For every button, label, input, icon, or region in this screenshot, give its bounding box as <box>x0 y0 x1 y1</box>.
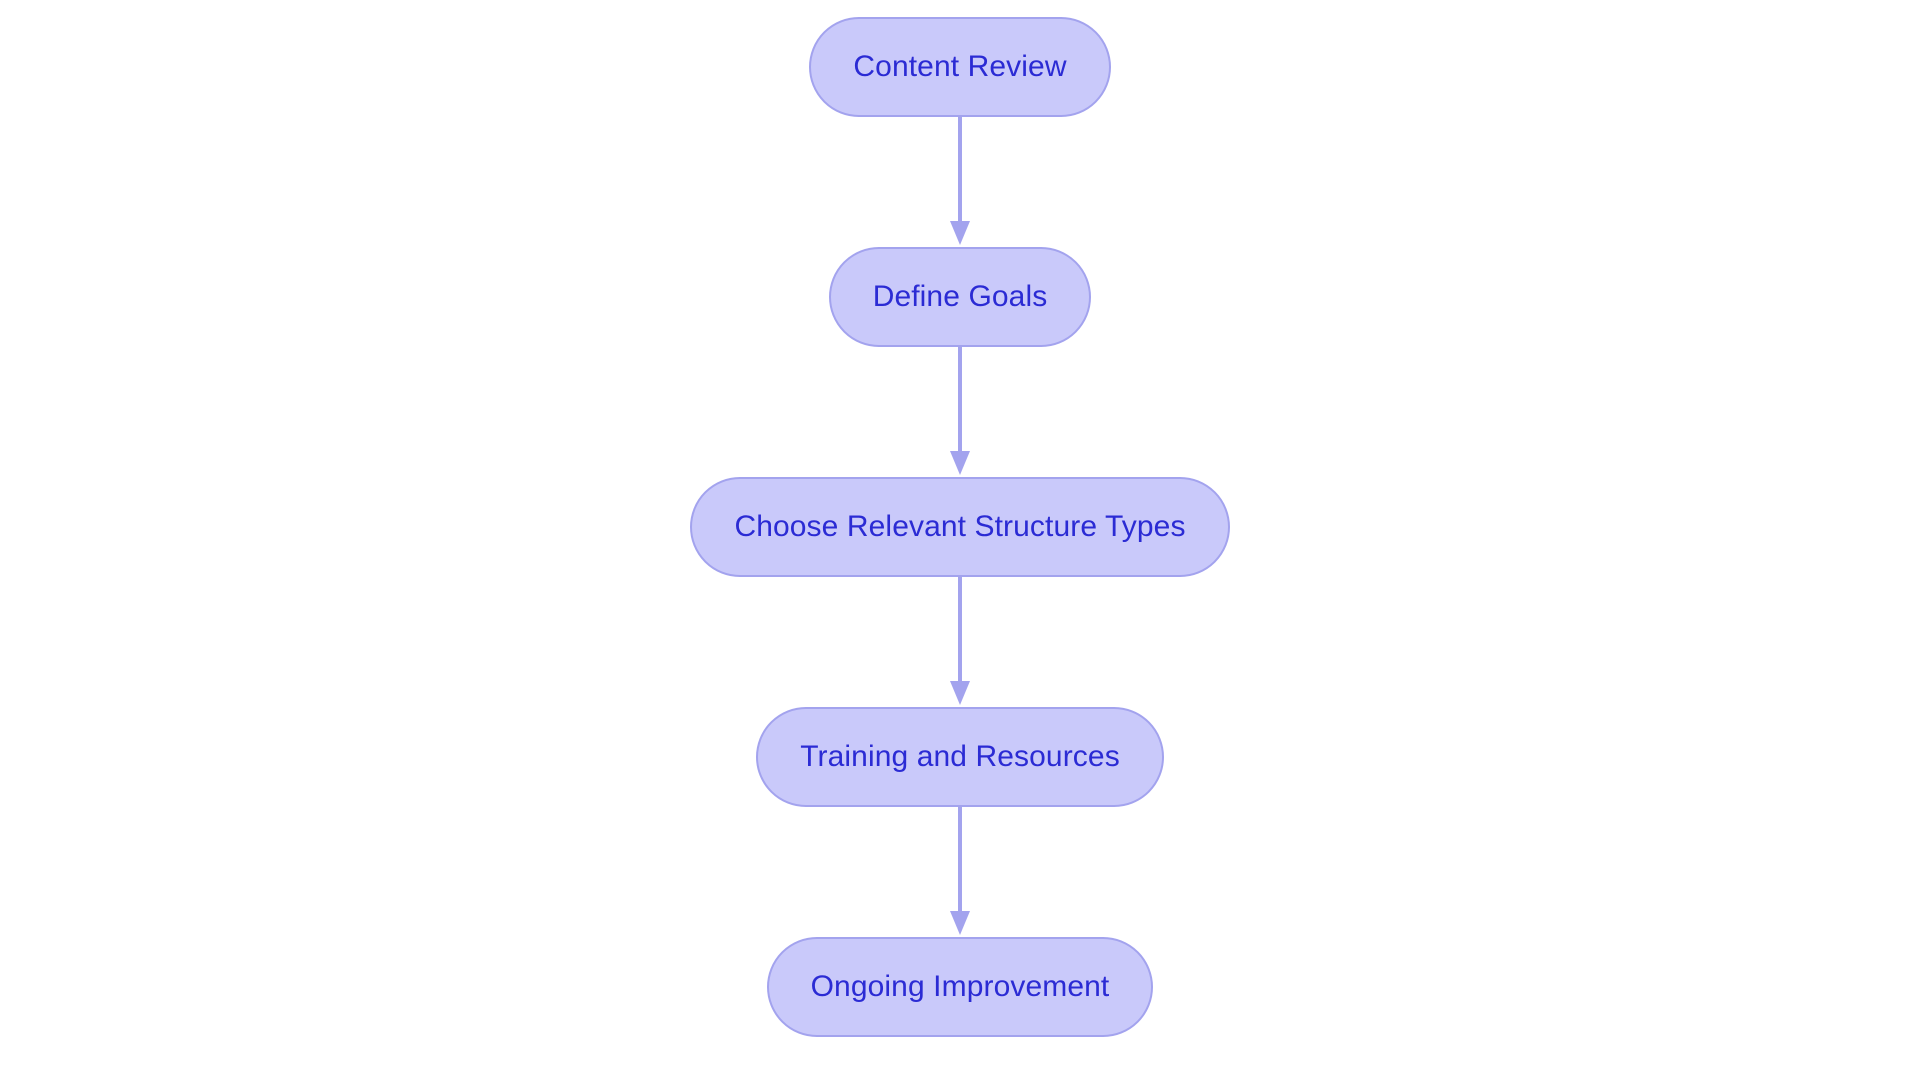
flow-node-label: Define Goals <box>872 280 1048 313</box>
flow-connector-arrow-1 <box>950 117 970 245</box>
flow-node-label: Training and Resources <box>800 740 1120 773</box>
flow-node-choose-relevant-structure-types[interactable]: Choose Relevant Structure Types <box>690 477 1230 577</box>
flow-node-training-and-resources[interactable]: Training and Resources <box>756 707 1164 807</box>
flow-node-content-review[interactable]: Content Review <box>809 17 1111 117</box>
flow-connector-arrow-4 <box>950 807 970 935</box>
flow-node-label: Content Review <box>853 50 1067 83</box>
flow-node-label: Ongoing Improvement <box>810 970 1110 1003</box>
flow-connector-arrow-2 <box>950 347 970 475</box>
flow-node-define-goals[interactable]: Define Goals <box>828 247 1092 347</box>
flow-node-ongoing-improvement[interactable]: Ongoing Improvement <box>766 937 1154 1037</box>
flow-connector-arrow-3 <box>950 577 970 705</box>
flow-node-label: Choose Relevant Structure Types <box>734 510 1186 543</box>
